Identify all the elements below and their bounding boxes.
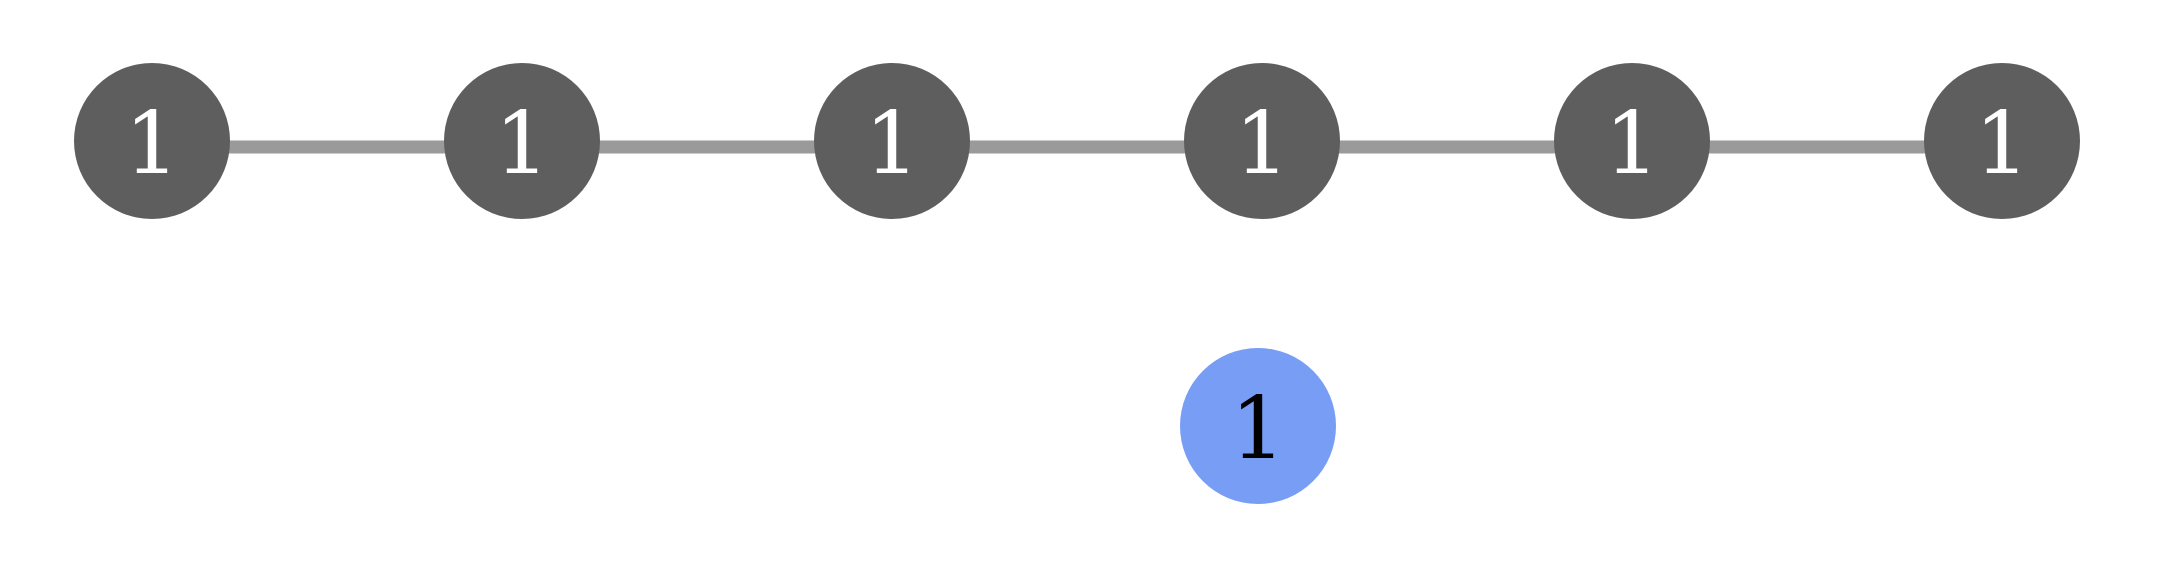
node-circle[interactable] — [1184, 63, 1340, 219]
node-label: 1 — [1975, 94, 2030, 194]
node-label: 1 — [125, 94, 180, 194]
node-label: 1 — [865, 94, 920, 194]
graph-node[interactable]: 1 — [1554, 63, 1710, 219]
node-circle[interactable] — [444, 63, 600, 219]
node-circle[interactable] — [1554, 63, 1710, 219]
node-circle[interactable] — [1924, 63, 2080, 219]
graph-node[interactable]: 1 — [1184, 63, 1340, 219]
node-label: 1 — [1235, 94, 1290, 194]
graph-node[interactable]: 1 — [1180, 348, 1336, 504]
graph-node[interactable]: 1 — [814, 63, 970, 219]
node-circle[interactable] — [1180, 348, 1336, 504]
graph-node[interactable]: 1 — [74, 63, 230, 219]
node-label: 1 — [495, 94, 550, 194]
graph-node[interactable]: 1 — [1924, 63, 2080, 219]
nodes-layer: 1 1 1 1 1 1 1 — [74, 63, 2080, 504]
graph-node[interactable]: 1 — [444, 63, 600, 219]
node-circle[interactable] — [814, 63, 970, 219]
node-label: 1 — [1605, 94, 1660, 194]
node-label: 1 — [1231, 379, 1286, 479]
node-circle[interactable] — [74, 63, 230, 219]
